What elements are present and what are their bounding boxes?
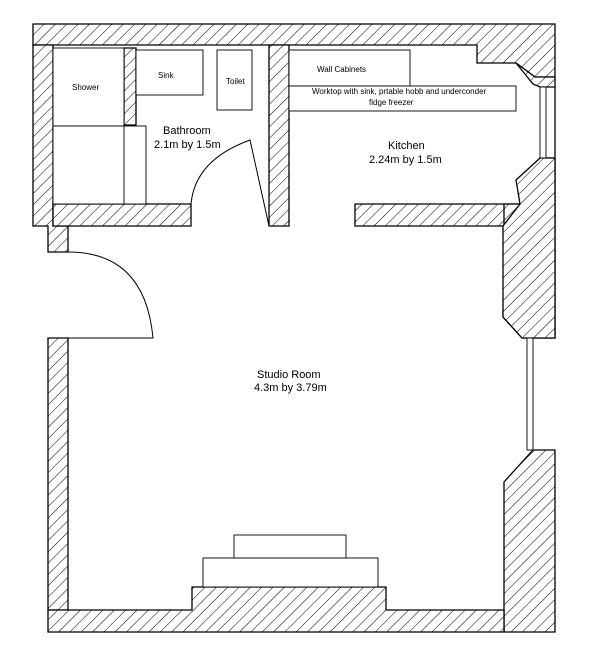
studio-door [67,251,154,339]
wall-kitchen-bottom [354,203,521,227]
studio-name: Studio Room [257,369,321,381]
sink-fixture [135,49,204,96]
fireplace-mantel [233,534,347,559]
worktop-label-line1: Worktop with sink, prtable hobb and unde… [312,87,487,96]
wall-cabinets-label: Wall Cabinets [317,65,366,74]
wall-cabinets-fixture [288,49,411,87]
wall-bathroom-kitchen [268,44,290,227]
sink-label: Sink [158,71,175,80]
fireplace-hearth [202,557,379,588]
toilet-label: Toilet [226,77,245,86]
walls [32,23,556,633]
wall-shower-divider [123,47,137,126]
window-kitchen [539,86,547,159]
shower-label: Shower [72,83,99,92]
worktop-label-line2: fidge freezer [369,98,414,107]
bathroom-name: Bathroom [163,125,211,137]
wall-left-lower [47,337,69,611]
bath-fixture [52,125,147,205]
bathroom-size: 2.1m by 1.5m [154,139,221,151]
wall-bathroom-bottom [52,203,192,227]
worktop-fixture [288,85,517,112]
fixtures [52,47,517,588]
kitchen-name: Kitchen [388,140,425,152]
kitchen-size: 2.24m by 1.5m [369,154,442,166]
wall-bottom [47,586,505,633]
bathroom-door [190,139,270,227]
window-studio [526,337,534,451]
studio-size: 4.3m by 3.79m [254,382,327,394]
labels: Shower Sink Toilet Wall Cabinets Worktop… [72,65,487,394]
windows [526,86,547,451]
doors [67,139,270,339]
wall-right-upper-block [502,157,556,339]
shower-fixture [52,47,125,127]
toilet-fixture [216,49,253,111]
wall-right-lower [503,449,556,633]
